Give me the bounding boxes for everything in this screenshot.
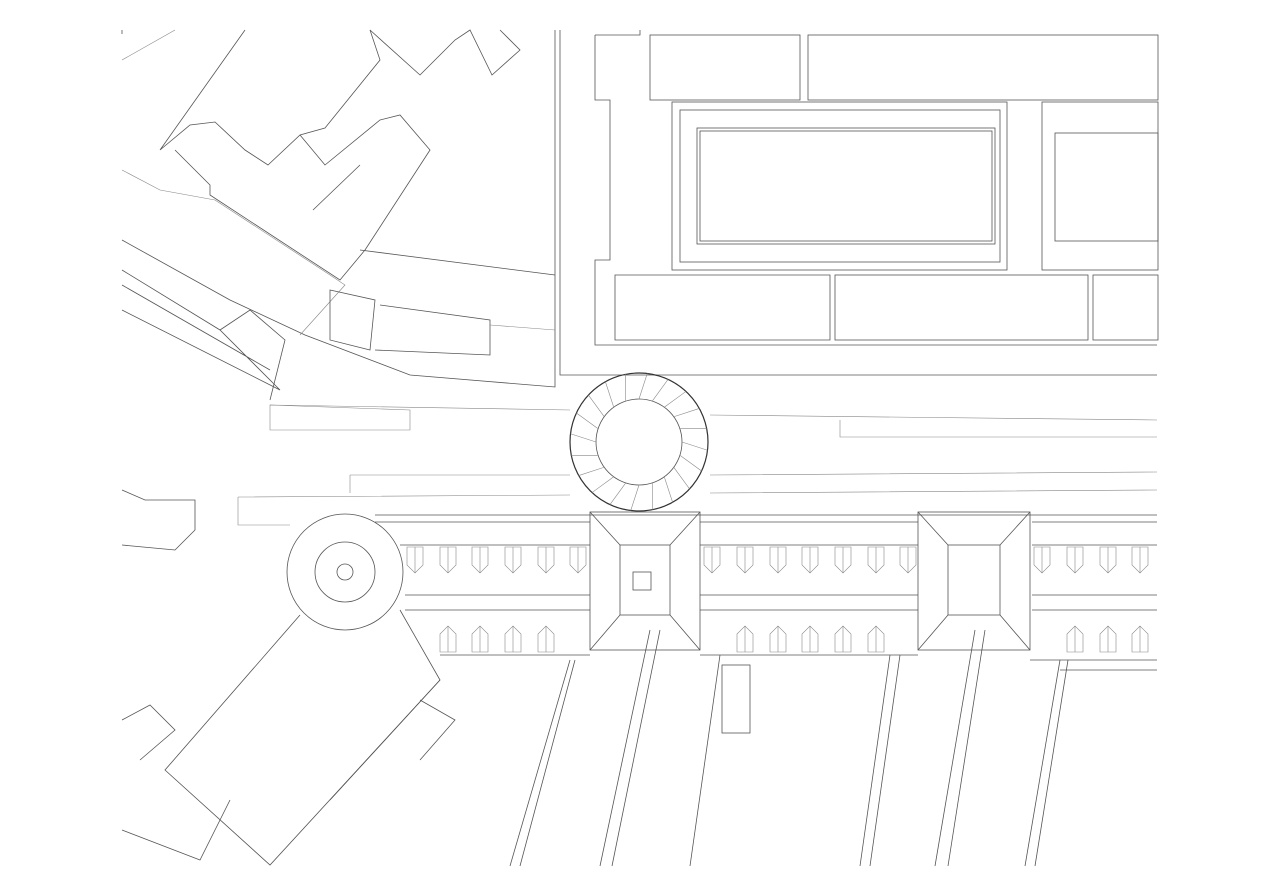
- roof-tent: [1131, 546, 1149, 574]
- pavilion-segment: [578, 466, 605, 476]
- roof-tent: [769, 625, 787, 653]
- roof-tent: [537, 546, 555, 574]
- roof-tent: [899, 546, 917, 574]
- pavilion-segment: [652, 379, 669, 402]
- roof-tent: [471, 546, 489, 574]
- roof-tent: [1131, 625, 1149, 653]
- roof-tent: [867, 546, 885, 574]
- roof-tent: [504, 625, 522, 653]
- roof-tent: [834, 625, 852, 653]
- pavilion-segment: [588, 394, 605, 417]
- pavilion-segment: [673, 408, 700, 418]
- roof-tent: [703, 546, 721, 574]
- circular-pavilion: [569, 372, 709, 512]
- pavilion-segment: [679, 455, 702, 472]
- roof-tent: [1033, 546, 1051, 574]
- roof-tent: [834, 546, 852, 574]
- pavilion-segment: [570, 433, 597, 443]
- pavilion-segment: [609, 482, 626, 505]
- roof-tent: [801, 546, 819, 574]
- roof-tent: [439, 546, 457, 574]
- pavilion-segment: [638, 373, 648, 400]
- roof-tent: [406, 546, 424, 574]
- pavilion-segment: [663, 476, 673, 503]
- city-blocks-northwest: [121, 29, 556, 431]
- pavilion-segment: [673, 467, 690, 490]
- roof-tent: [867, 625, 885, 653]
- roof-tent: [1066, 546, 1084, 574]
- roof-tent: [537, 625, 555, 653]
- garden-block-northeast: [559, 30, 1159, 376]
- roof-tent: [1066, 625, 1084, 653]
- pavilion-segment: [630, 484, 640, 511]
- pavilion-segment: [664, 391, 687, 408]
- roof-tent: [801, 625, 819, 653]
- roof-tent: [769, 546, 787, 574]
- roof-tent: [569, 546, 587, 574]
- palace-south: [121, 489, 1157, 867]
- roof-tent: [471, 625, 489, 653]
- roof-tent: [736, 625, 754, 653]
- roof-tent: [736, 546, 754, 574]
- roads: [237, 404, 1158, 526]
- pavilion-segment: [605, 381, 615, 408]
- roof-tent: [504, 546, 522, 574]
- pavilion-segment: [576, 412, 599, 429]
- roof-tent: [439, 625, 457, 653]
- pavilion-segment: [591, 476, 614, 493]
- roof-tent: [1099, 546, 1117, 574]
- roof-tent: [1099, 625, 1117, 653]
- roof-tents: [406, 546, 1149, 653]
- pavilion-segment: [681, 441, 708, 451]
